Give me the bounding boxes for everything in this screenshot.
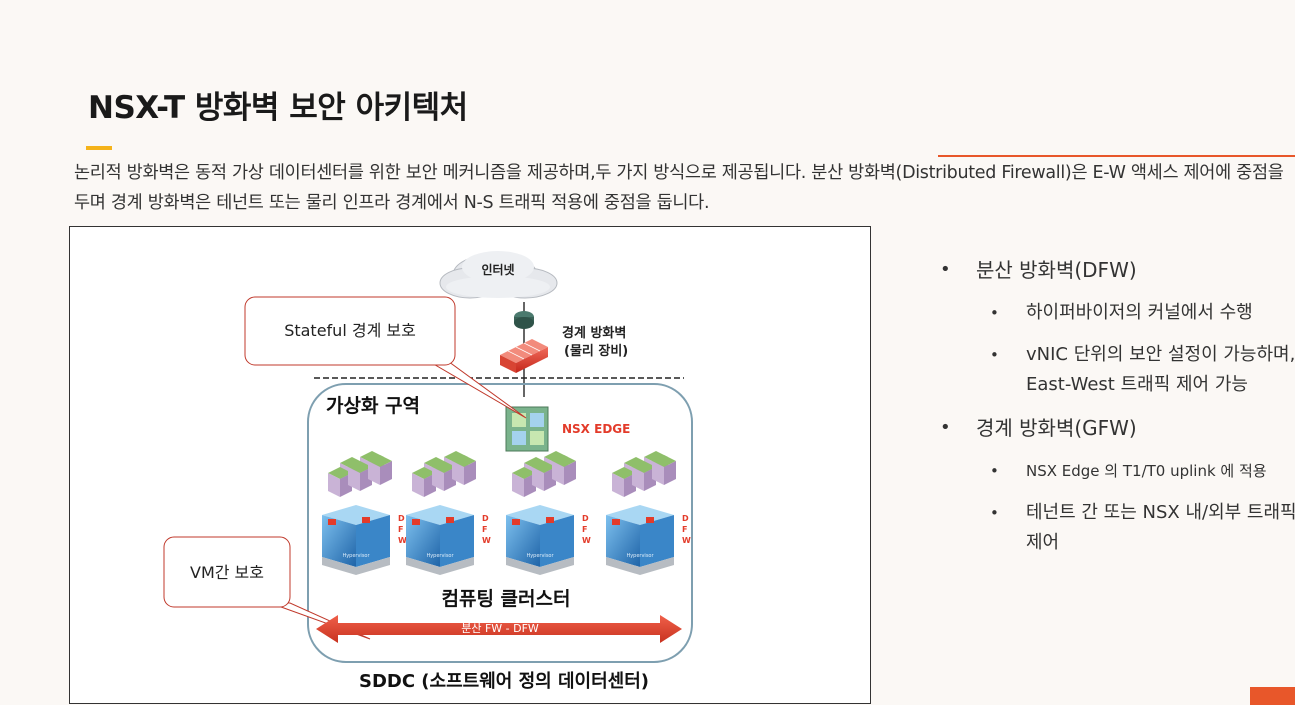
bullet-level-2: NSX Edge 의 T1/T0 uplink 에 적용 — [940, 456, 1295, 486]
sddc-label: SDDC (소프트웨어 정의 데이터센터) — [359, 671, 649, 692]
bullet-level-1: 경계 방화벽(GFW) — [940, 412, 1295, 444]
cluster-label: 컴퓨팅 클러스터 — [442, 588, 571, 610]
vnic-firewall-icon — [546, 517, 554, 523]
arrow-label: 분산 FW - DFW — [461, 622, 539, 635]
bullet-level-1: 분산 방화벽(DFW) — [940, 254, 1295, 286]
internet-cloud-icon — [439, 251, 558, 299]
vm-icon — [368, 455, 392, 485]
bullet-level-2: 하이퍼바이저의 커널에서 수행 — [940, 298, 1295, 328]
bullet-level-2: vNIC 단위의 보안 설정이 가능하며, East-West 트래픽 제어 가… — [940, 340, 1295, 400]
vm-icon — [612, 467, 636, 497]
dfw-letter: D — [582, 514, 589, 523]
host-label: Hypervisor — [342, 553, 370, 559]
vnic-firewall-icon — [328, 519, 336, 525]
dfw-letter: W — [482, 536, 491, 545]
bullet-level-2: 테넌트 간 또는 NSX 내/외부 트래픽 제어 — [940, 498, 1295, 558]
dfw-letter: F — [398, 525, 403, 534]
hypervisor-host-icon: Hypervisor DFW — [406, 451, 491, 575]
vnic-firewall-icon — [512, 519, 520, 525]
firewall-icon — [500, 339, 548, 373]
dfw-double-arrow — [316, 615, 682, 643]
accent-rule — [938, 155, 1295, 157]
vm-icon — [432, 461, 456, 491]
nsx-edge-icon — [505, 406, 549, 452]
vm-icon — [632, 461, 656, 491]
callout-stateful-text: Stateful 경계 보호 — [284, 321, 416, 340]
vnic-firewall-icon — [446, 517, 454, 523]
router-icon — [514, 311, 534, 329]
zone-label: 가상화 구역 — [326, 395, 420, 417]
hypervisor-host-icon: Hypervisor DFW — [322, 451, 407, 575]
firewall-label: 경계 방화벽 — [562, 325, 626, 341]
dfw-letter: W — [398, 536, 407, 545]
host-label: Hypervisor — [526, 553, 554, 559]
vm-icon — [652, 455, 676, 485]
dfw-letter: D — [398, 514, 405, 523]
vnic-firewall-icon — [646, 517, 654, 523]
vnic-firewall-icon — [362, 517, 370, 523]
slide-title: NSX-T 방화벽 보안 아키텍처 — [88, 90, 468, 126]
dfw-letter: W — [582, 536, 591, 545]
bullet-list: 분산 방화벽(DFW) 하이퍼바이저의 커널에서 수행 vNIC 단위의 보안 설정… — [940, 254, 1295, 570]
host-label: Hypervisor — [426, 553, 454, 559]
corner-decoration — [1250, 687, 1295, 705]
vm-icon — [452, 455, 476, 485]
slide-description: 논리적 방화벽은 동적 가상 데이터센터를 위한 보안 메커니즘을 제공하며,두… — [74, 163, 1284, 213]
architecture-diagram: 인터넷 경계 방화벽 (물리 장비) 가상화 구역 — [69, 226, 871, 704]
callout-vm-text: VM간 보호 — [190, 563, 264, 582]
dfw-letter: D — [482, 514, 489, 523]
callout-vm-box — [163, 536, 291, 608]
dfw-letter: F — [682, 525, 687, 534]
vnic-firewall-icon — [412, 519, 420, 525]
title-accent-bar — [86, 146, 112, 150]
callout-stateful-box — [244, 296, 456, 366]
vm-icon — [552, 455, 576, 485]
hypervisor-host-icon: Hypervisor DFW — [606, 451, 691, 575]
vnic-firewall-icon — [612, 519, 620, 525]
firewall-sublabel: (물리 장비) — [564, 343, 628, 359]
hypervisor-host-icon: Hypervisor DFW — [506, 451, 591, 575]
dfw-letter: F — [482, 525, 487, 534]
nsx-edge-label: NSX EDGE — [562, 422, 630, 436]
host-label: Hypervisor — [626, 553, 654, 559]
dfw-letter: F — [582, 525, 587, 534]
cloud-label: 인터넷 — [481, 262, 514, 277]
virtualization-zone — [307, 383, 693, 663]
dfw-letter: W — [682, 536, 691, 545]
dfw-letter: D — [682, 514, 689, 523]
